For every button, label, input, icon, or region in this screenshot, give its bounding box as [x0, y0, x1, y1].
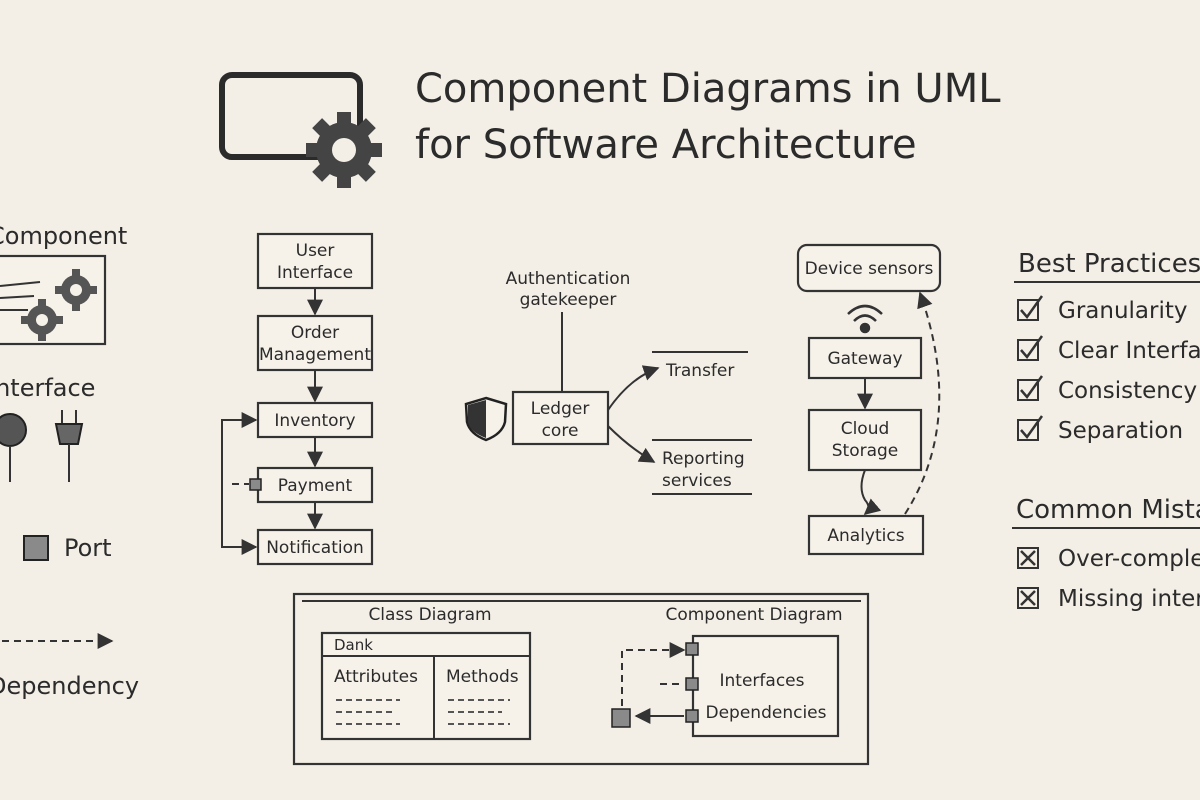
- component-diagram-title: Component Diagram: [665, 605, 842, 625]
- iot-diagram: Device sensors Gateway Cloud Storage Ana…: [796, 243, 942, 556]
- best-practice-item: Clear Interfaces: [1017, 335, 1200, 364]
- auth-label-2: gatekeeper: [520, 290, 617, 310]
- interfaces-label: Interfaces: [720, 671, 805, 691]
- checkbox-x-icon: [1017, 547, 1039, 569]
- port-square-icon: [611, 708, 631, 728]
- order-management-box: [256, 314, 374, 372]
- cloud-storage-label: Cloud: [841, 419, 890, 439]
- port-square-icon: [685, 642, 699, 656]
- checklist-label: Granularity: [1058, 298, 1188, 324]
- cloud-storage-box: [807, 408, 923, 472]
- best-practice-item: Separation: [1017, 415, 1183, 444]
- device-sensors-box: [796, 243, 942, 293]
- inventory-label: Inventory: [274, 411, 355, 431]
- class-box: [320, 631, 532, 741]
- notification-label: Notification: [266, 538, 364, 558]
- mistake-item: Over-complexity: [1017, 546, 1200, 572]
- checkbox-checked-icon: [1017, 375, 1044, 401]
- analytics-label: Analytics: [827, 526, 904, 546]
- device-sensors-label: Device sensors: [805, 259, 934, 279]
- gear-icon: [55, 269, 97, 311]
- ledger-diagram: Authentication gatekeeper Ledger core Tr…: [464, 269, 752, 495]
- transfer-label: Transfer: [665, 361, 734, 381]
- reporting-label-2: services: [662, 471, 732, 491]
- order-management-label: Order: [291, 323, 339, 343]
- attributes-label: Attributes: [334, 667, 418, 687]
- checkbox-checked-icon: [1017, 335, 1044, 361]
- port-square-icon: [249, 478, 262, 491]
- gateway-label: Gateway: [827, 349, 902, 369]
- payment-label: Payment: [278, 476, 353, 496]
- dependency-arrow: [621, 642, 686, 706]
- order-flow-diagram: User Interface Order Management Inventor…: [221, 232, 374, 566]
- ledger-core-label-2: core: [542, 421, 579, 441]
- cloud-storage-label-2: Storage: [832, 441, 899, 461]
- transfer-arrow: [607, 365, 660, 411]
- legend-component-label: Component: [0, 222, 127, 250]
- loop-connector: [221, 412, 258, 555]
- checkbox-checked-icon: [1017, 415, 1044, 441]
- reporting-label: Reporting: [662, 449, 745, 469]
- common-mistakes-heading: Common Mistakes: [1016, 495, 1200, 525]
- legend-dependency-label: Dependency: [0, 672, 139, 700]
- port-square-icon: [23, 535, 49, 561]
- user-interface-label: User: [296, 241, 335, 261]
- common-mistakes: Common Mistakes Over-complexityMissing i…: [1012, 495, 1200, 612]
- dependencies-label: Dependencies: [706, 703, 827, 723]
- order-management-label-2: Management: [259, 345, 371, 365]
- legend-port-label: Port: [64, 534, 112, 562]
- methods-label: Methods: [446, 667, 519, 687]
- comparison-panel: Class Diagram Dank Attributes Methods Co…: [292, 592, 870, 766]
- legend: Component Interface Por: [0, 222, 139, 700]
- mistake-item: Missing interfaces: [1017, 586, 1200, 612]
- title-icon-window-gear: [219, 72, 382, 188]
- port-square-icon: [685, 677, 699, 691]
- checkbox-checked-icon: [1017, 295, 1044, 321]
- best-practices-heading: Best Practices: [1018, 249, 1200, 279]
- storage-arrow: [860, 469, 882, 516]
- reporting-arrow: [607, 425, 656, 463]
- feedback-dependency: [904, 291, 941, 515]
- checklist-label: Clear Interfaces: [1058, 338, 1200, 364]
- ledger-core-label: Ledger: [531, 399, 590, 419]
- gateway-box: [807, 336, 923, 380]
- checklist-label: Separation: [1058, 418, 1183, 444]
- class-name-label: Dank: [334, 636, 373, 654]
- ledger-core-box: [511, 390, 610, 446]
- shield-icon: [464, 396, 508, 442]
- checklist-label: Consistency: [1058, 378, 1197, 404]
- class-diagram-title: Class Diagram: [368, 605, 491, 625]
- lollipop-interface-icon: [0, 413, 27, 482]
- plug-icon: [54, 410, 84, 482]
- wifi-icon: [847, 304, 883, 334]
- legend-interface-label: Interface: [0, 374, 95, 402]
- port-square-icon: [685, 709, 699, 723]
- auth-label: Authentication: [506, 269, 631, 289]
- checklist-label: Missing interfaces: [1058, 586, 1200, 612]
- title-line-1: Component Diagrams in UML: [415, 66, 1001, 112]
- inventory-box: [256, 401, 374, 439]
- gear-icon: [306, 112, 382, 188]
- title-line-2: for Software Architecture: [415, 122, 917, 168]
- user-interface-box: [256, 232, 374, 290]
- gear-icon: [21, 299, 63, 341]
- best-practice-item: Granularity: [1017, 295, 1188, 324]
- user-interface-label-2: Interface: [277, 263, 353, 283]
- best-practice-item: Consistency: [1017, 375, 1197, 404]
- component-symbol-icon: [0, 254, 107, 346]
- notification-box: [256, 528, 374, 566]
- checklist-label: Over-complexity: [1058, 546, 1200, 572]
- checkbox-x-icon: [1017, 587, 1039, 609]
- analytics-box: [807, 514, 925, 556]
